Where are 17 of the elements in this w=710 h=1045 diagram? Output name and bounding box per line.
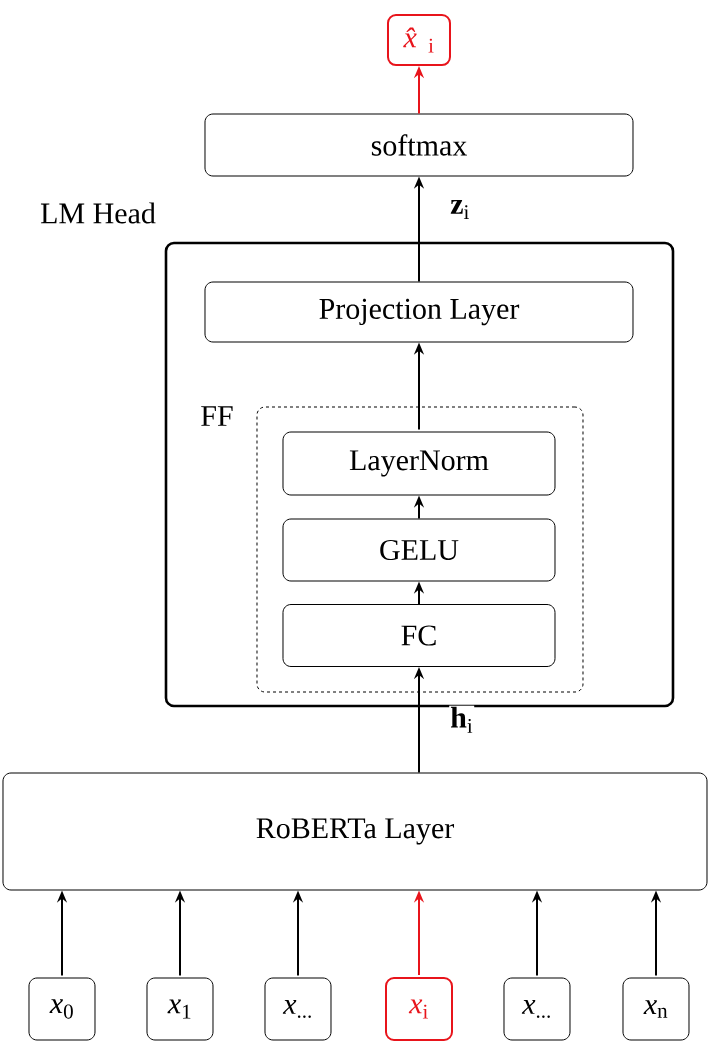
layer-box: RoBERTa Layer xyxy=(2,772,708,891)
token-box: x$_{...}$ xyxy=(503,977,571,1041)
token-box: x$_{...}$ xyxy=(264,977,332,1041)
layer-box: Projection Layer xyxy=(204,281,634,343)
token-box: x$_{0}$ xyxy=(28,977,96,1041)
edge-label: z$_{i}$ xyxy=(449,198,471,221)
layer-box: softmax xyxy=(204,113,634,177)
layer-box: GELU xyxy=(282,518,556,582)
layer-box: LayerNorm xyxy=(282,431,556,496)
edge-label: h$_{i}$ xyxy=(449,705,475,734)
node-label: FF xyxy=(201,406,233,426)
token-box: x̂$_{i}$ xyxy=(387,14,451,66)
token-box: x$_{i}$ xyxy=(385,977,453,1041)
token-box: x$_{n}$ xyxy=(622,977,690,1041)
token-box: x$_{1}$ xyxy=(146,977,214,1041)
node-label: LM Head xyxy=(40,202,156,224)
layer-box: FC xyxy=(282,604,556,667)
